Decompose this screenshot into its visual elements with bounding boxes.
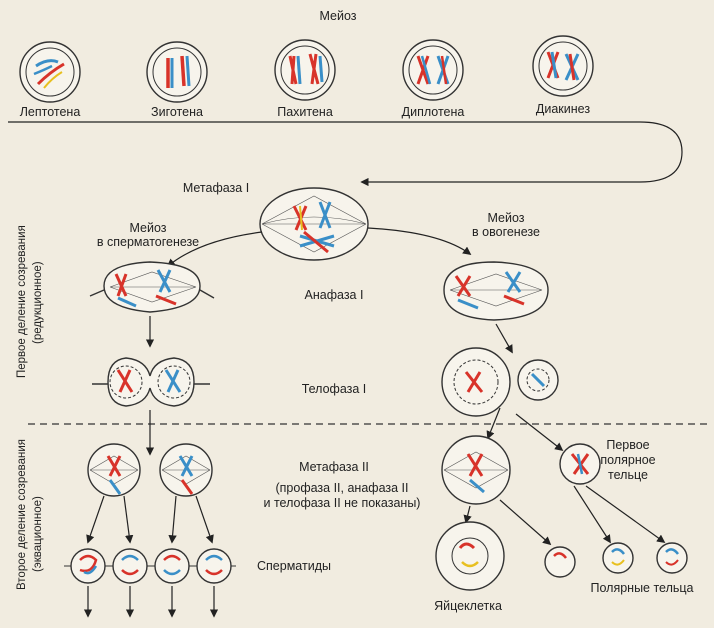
polar-body-3 [656,542,688,574]
arrow-spermatid-3 [168,495,177,544]
telophase1-oo-cells [441,347,559,417]
arrow-to-polar-2 [573,485,611,544]
metaphase2-oo-cell [441,435,511,505]
arrow-spermatid-2 [123,495,134,544]
side-label-second-division-sub: (эквационное) [32,496,44,572]
side-label-first-division-sub: (редукционное) [32,261,44,344]
side-label-second-division: Второе деление созревания [16,439,28,590]
stage-label-spermatids: Сперматиды [257,559,331,573]
polar-body-small [544,546,576,578]
metaphase2-sperm-cells [87,443,213,497]
arrow-oo-telo-meta2 [486,407,501,440]
metaphase2-note-2: и телофаза II не показаны) [264,496,421,510]
label-polar-bodies: Полярные тельца [590,581,693,595]
anaphase1-sperm-cell [89,261,215,313]
label-polar-first-3: тельце [608,468,648,482]
egg-cell [435,521,505,591]
stage-label-metaphase1: Метафаза I [183,181,249,195]
arrow-spermatid-1 [86,495,105,544]
flow-arrow-to-metaphase [8,121,683,187]
diagram-title: Мейоз [319,9,356,23]
stage-label-zygotene: Зиготена [151,105,203,119]
arrow-oo-ana-telo [495,323,513,354]
label-polar-first-2: полярное [600,453,655,467]
arrow-to-oogenesis [367,227,472,255]
prophase-cell-diplotene [402,39,464,101]
arrow-to-spermatogenesis [166,231,263,268]
arrow-to-polar-3 [585,485,666,543]
stage-label-anaphase1: Анафаза I [305,288,364,302]
arrow-to-egg [463,505,472,524]
metaphase1-cell [259,187,369,261]
polar-body-2 [602,542,634,574]
stage-label-metaphase2: Метафаза II [299,460,369,474]
arrow-to-first-polar-body [515,413,564,452]
stage-label-leptotene: Лептотена [20,105,81,119]
label-egg: Яйцеклетка [434,599,502,613]
stage-label-telophase1: Телофаза I [302,382,367,396]
prophase-cell-zygotene [146,41,208,103]
label-meiosis-sperm-1: Мейоз [129,221,166,235]
stage-label-pachytene: Пахитена [277,105,333,119]
prophase-cell-leptotene [19,41,81,103]
anaphase1-oo-cell [443,261,549,321]
stage-label-diplotene: Диплотена [402,105,465,119]
label-meiosis-oo-2: в овогенезе [472,225,540,239]
stage-label-diakinesis: Диакинез [536,102,590,116]
prophase-cell-pachytene [274,39,336,101]
label-meiosis-oo-1: Мейоз [487,211,524,225]
first-polar-body [559,443,601,485]
prophase-cell-diakinesis [532,35,594,97]
arrow-to-small-polar [499,499,552,546]
spermatids [64,548,236,584]
telophase1-sperm-cells [92,357,210,407]
label-meiosis-sperm-2: в сперматогенезе [97,235,199,249]
label-polar-first-1: Первое [606,438,649,452]
arrow-spermatid-4 [195,495,214,544]
side-label-first-division: Первое деление созревания [16,225,28,378]
metaphase2-note-1: (профаза II, анафаза II [276,481,409,495]
